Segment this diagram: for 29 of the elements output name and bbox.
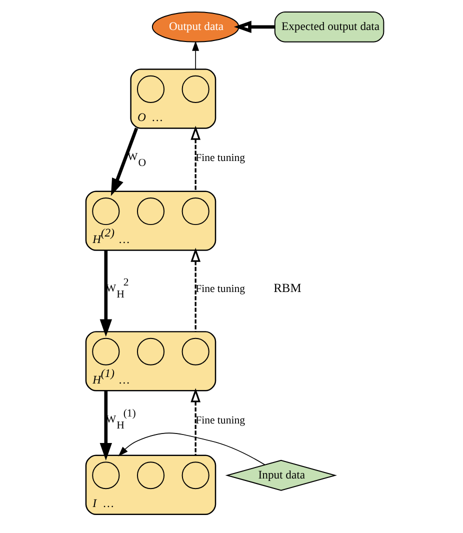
label: RBM [274,281,302,296]
node-circle [92,338,120,366]
arrow [100,250,112,337]
arrow [118,432,266,466]
node-circle [182,462,210,490]
node-circle [92,462,120,490]
node-circle [92,198,120,226]
edge-label: Fine tuning [196,283,246,296]
arrow [192,40,200,70]
arrow [190,126,201,192]
edge-label: Fine tuning [196,152,246,164]
edge-label: Fine tuning [196,414,246,426]
node-circle [136,198,165,226]
node-diamond: Input data [225,460,337,491]
node-circle [136,338,165,366]
arrow [190,248,201,332]
node-box: Expected output data [274,11,384,42]
arrow [190,388,201,456]
node-label: I [92,497,96,510]
arrow [234,20,275,34]
node-circle [182,338,210,366]
arrow [110,128,138,196]
node-circle [182,75,210,103]
node-label: O [137,110,146,124]
arrow [100,390,112,460]
node-ellipse: Output data [152,11,240,42]
node-circle [136,75,165,103]
node-circle [182,198,210,226]
node-circle [136,462,165,490]
